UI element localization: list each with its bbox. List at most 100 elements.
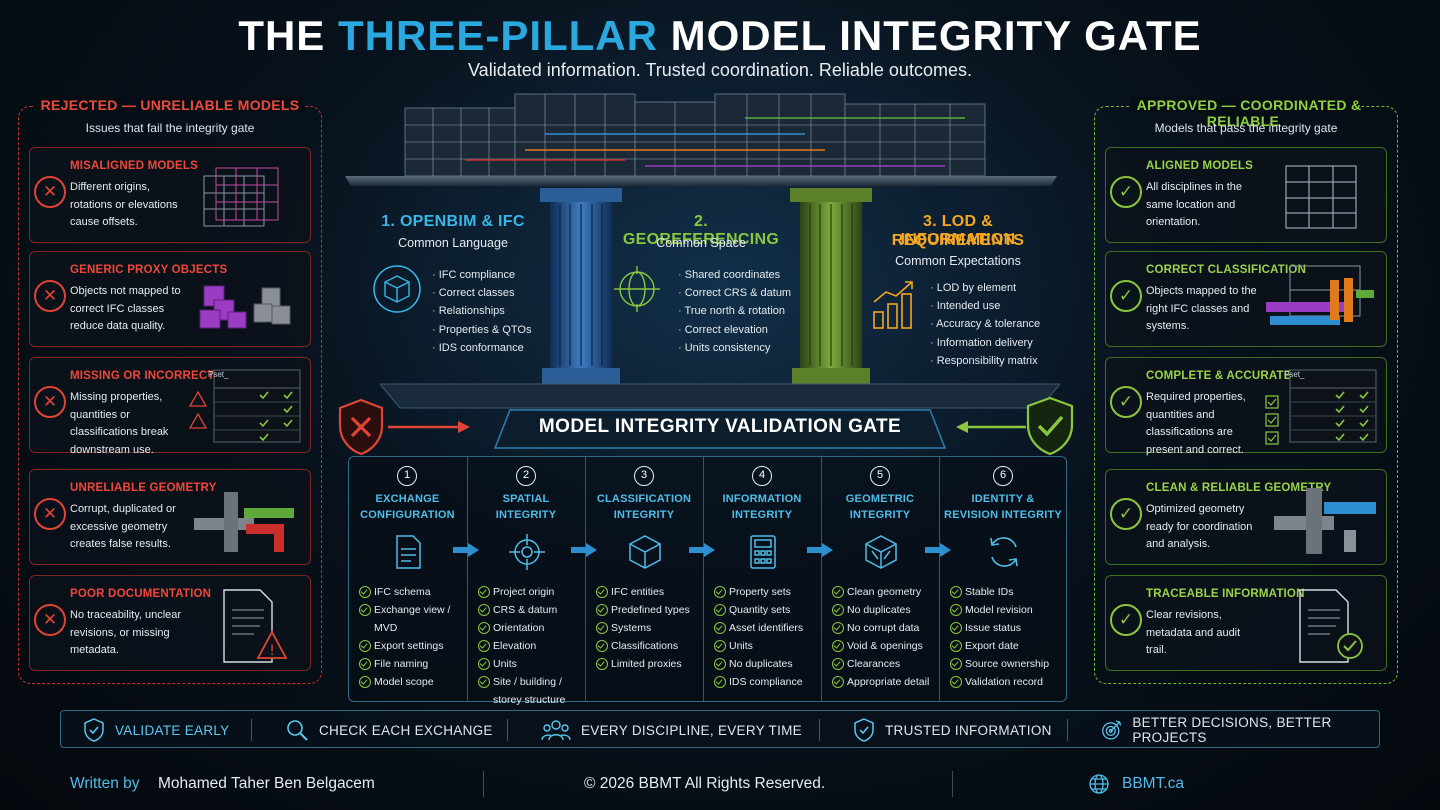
blue-pillar xyxy=(540,188,622,386)
check-item: Model revision xyxy=(950,601,1058,619)
green-arrow-icon xyxy=(956,421,1026,433)
step-title-line: EXCHANGE xyxy=(375,493,440,505)
card-description: Objects not mapped to correct IFC classe… xyxy=(70,285,181,332)
arrow-right-icon xyxy=(571,543,597,557)
step-title-line: CLASSIFICATION xyxy=(596,493,692,505)
pillar-item: LOD by element xyxy=(930,279,1040,297)
approved-card-geometry: ✓ CLEAN & RELIABLE GEOMETRY Optimized ge… xyxy=(1105,469,1387,565)
card-description: No traceability, unclear revisions, or m… xyxy=(70,609,182,656)
check-item: IFC entities xyxy=(596,583,704,601)
broken-pipes-icon xyxy=(194,492,294,552)
reject-shield-icon xyxy=(338,398,384,456)
pillar-3-list: LOD by element Intended use Accuracy & t… xyxy=(930,279,1040,370)
step-title-line: SPATIAL xyxy=(502,493,550,505)
check-item: Source ownership xyxy=(950,655,1058,673)
red-arrow-icon xyxy=(388,421,470,433)
ifc-cube-icon xyxy=(373,265,421,313)
check-item: Validation record xyxy=(950,673,1058,691)
check-item: Void & openings xyxy=(832,637,940,655)
classified-systems-icon xyxy=(1266,265,1374,325)
card-title: MISALIGNED MODELS xyxy=(70,160,198,172)
principles-bar: VALIDATE EARLY CHECK EACH EXCHANGE EVERY… xyxy=(60,710,1380,748)
cube-icon xyxy=(629,535,661,569)
magnifier-icon xyxy=(287,720,308,741)
rejected-panel: REJECTED — UNRELIABLE MODELS Issues that… xyxy=(18,97,322,684)
check-item: File naming xyxy=(359,655,467,673)
aligned-building-icon xyxy=(1285,165,1357,229)
arrow-right-icon xyxy=(925,543,951,557)
check-item: Project origin xyxy=(478,583,586,601)
card-title: ALIGNED MODELS xyxy=(1146,160,1253,172)
check-item: Property sets xyxy=(714,583,822,601)
card-title: UNRELIABLE GEOMETRY xyxy=(70,482,217,494)
pillar-item: IDS conformance xyxy=(432,339,531,357)
check-item: Predefined types xyxy=(596,601,704,619)
divider xyxy=(952,771,953,797)
document-icon xyxy=(396,535,421,569)
card-description: Objects mapped to the right IFC classes … xyxy=(1146,285,1257,332)
approved-card-traceable: ✓ TRACEABLE INFORMATION Clear revisions,… xyxy=(1105,575,1387,671)
principle-trusted-information: TRUSTED INFORMATION xyxy=(853,711,1052,749)
card-title: GENERIC PROXY OBJECTS xyxy=(70,264,228,276)
rejected-subheading: Issues that fail the integrity gate xyxy=(85,121,255,135)
check-item: IFC schema xyxy=(359,583,467,601)
crosshair-icon xyxy=(509,534,545,570)
check-item: Exchange view / MVD xyxy=(359,601,467,637)
divider xyxy=(483,771,484,797)
check-item: Clearances xyxy=(832,655,940,673)
pillar-3-title: 3. LOD & INFORMATION xyxy=(900,213,1016,248)
approved-subheading: Models that pass the integrity gate xyxy=(1154,121,1338,135)
validation-gate-band xyxy=(493,409,947,449)
check-mark-icon: ✓ xyxy=(1110,280,1142,312)
check-mark-icon: ✓ xyxy=(1110,176,1142,208)
divider xyxy=(819,719,820,741)
author-name: Mohamed Taher Ben Belgacem xyxy=(158,775,375,792)
shield-check-icon xyxy=(854,718,874,742)
approved-card-classification: ✓ CORRECT CLASSIFICATION Objects mapped … xyxy=(1105,251,1387,347)
pillar-item: Correct elevation xyxy=(678,321,791,339)
rejected-heading-text: REJECTED — UNRELIABLE MODELS xyxy=(34,97,306,113)
pillar-item: Relationships xyxy=(432,302,531,320)
check-item: Quantity sets xyxy=(714,601,822,619)
step-title-line: IDENTITY & xyxy=(971,493,1035,505)
step-title-line: INTEGRITY xyxy=(731,509,793,521)
pillar-2-title: 2. GEOREFERENCING xyxy=(622,213,780,248)
green-pillar xyxy=(790,188,872,386)
card-title: POOR DOCUMENTATION xyxy=(70,588,212,600)
approved-heading: APPROVED — COORDINATED & RELIABLE xyxy=(1095,97,1397,129)
check-mark-icon: ✓ xyxy=(1110,386,1142,418)
x-mark-icon: ✕ xyxy=(34,604,66,636)
principle-label: BETTER DECISIONS, BETTER PROJECTS xyxy=(1132,715,1332,745)
website-link[interactable]: BBMT.ca xyxy=(1122,775,1185,792)
pset-table-icon xyxy=(188,369,301,443)
principle-every-discipline: EVERY DISCIPLINE, EVERY TIME xyxy=(541,711,802,749)
arrow-right-icon xyxy=(453,543,479,557)
check-item: Limited proxies xyxy=(596,655,704,673)
card-title: TRACEABLE INFORMATION xyxy=(1146,588,1305,600)
check-item: Export date xyxy=(950,637,1058,655)
title-part: MODEL INTEGRITY GATE xyxy=(657,12,1202,59)
card-description: Different origins, rotations or elevatio… xyxy=(70,181,178,228)
gate-platform xyxy=(380,383,1060,409)
pillar-item: IFC compliance xyxy=(432,266,531,284)
principle-label: EVERY DISCIPLINE, EVERY TIME xyxy=(581,722,802,738)
step-title-line: INTEGRITY xyxy=(849,509,911,521)
step-number: 5 xyxy=(870,466,890,486)
shield-check-icon xyxy=(84,718,104,742)
misaligned-building-icon xyxy=(203,167,279,227)
pillar-1-subtitle: Common Language xyxy=(398,236,508,250)
approved-panel: APPROVED — COORDINATED & RELIABLE Models… xyxy=(1094,97,1398,684)
step-number: 2 xyxy=(516,466,536,486)
team-icon xyxy=(541,720,571,741)
check-item: Appropriate detail xyxy=(832,673,940,691)
document-check-icon xyxy=(1299,589,1363,663)
document-warning-icon: ! xyxy=(223,589,288,663)
check-item: Clean geometry xyxy=(832,583,940,601)
